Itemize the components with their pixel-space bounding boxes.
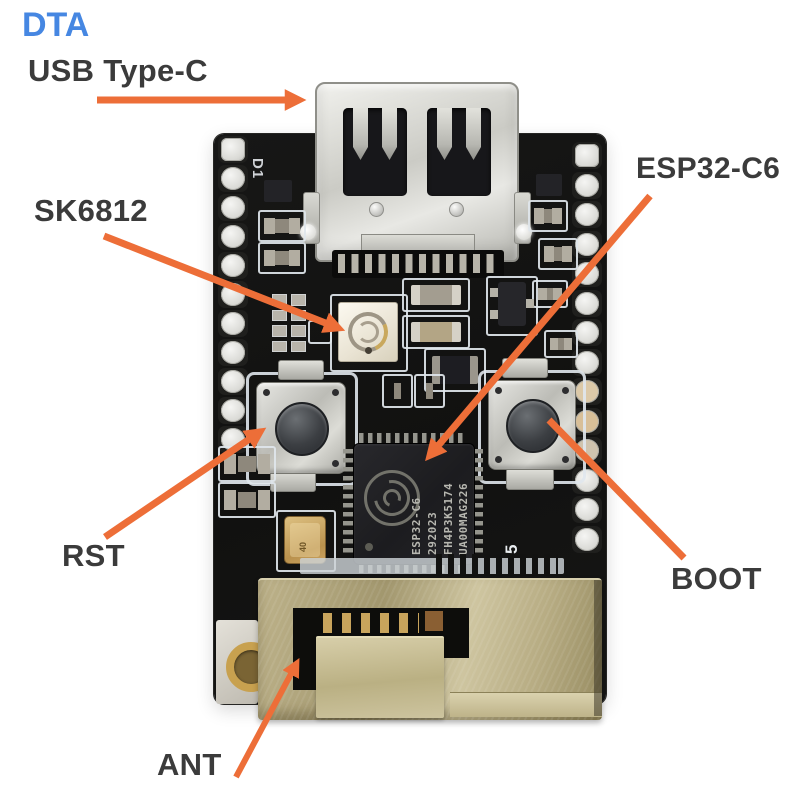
resistor — [402, 278, 470, 312]
boot-plunger — [506, 399, 560, 453]
antenna-window — [293, 608, 469, 637]
smd-footprint — [258, 210, 306, 242]
smd-footprint — [258, 242, 306, 274]
castellated-pin-pad — [218, 397, 248, 424]
label-ant: ANT — [157, 747, 222, 782]
smd-footprint — [544, 330, 578, 358]
antenna-front-step — [316, 636, 444, 718]
castellated-pin-pad — [218, 194, 248, 221]
castellated-pin-pad — [218, 252, 248, 279]
resistor — [402, 315, 470, 349]
usb-spring-contact — [437, 108, 452, 160]
castellated-pin-pad — [572, 496, 602, 523]
watermark-dta: DTA — [22, 6, 90, 44]
espressif-logo-icon — [364, 470, 420, 526]
usb-retention-window — [343, 108, 407, 196]
castellated-pin-pad — [218, 339, 248, 366]
smd-footprint — [414, 374, 445, 408]
antenna-trace — [323, 613, 419, 633]
usb-shell-dimple — [369, 202, 384, 217]
usb-retention-window — [427, 108, 491, 196]
castellated-pin-pad — [572, 171, 602, 199]
chip-marking-line2: 292023 — [426, 511, 439, 555]
led-bond-dot — [365, 347, 372, 354]
button-leg — [506, 468, 554, 490]
silkscreen-pin-label: 5 — [502, 544, 521, 554]
label-usb-type-c: USB Type-C — [28, 53, 208, 88]
pcb-board: D1 — [214, 82, 606, 720]
smd-component — [264, 180, 292, 202]
rst-plunger — [275, 402, 329, 456]
chip-marking-line3: FH4P3K5174 — [442, 482, 455, 555]
smd-footprint — [528, 200, 568, 232]
usb-spring-contact — [382, 108, 397, 160]
castellated-pin-pad — [572, 201, 602, 228]
antenna-window — [443, 608, 469, 658]
boot-button — [488, 380, 576, 470]
smd-footprint — [538, 238, 578, 270]
chip-marking-line1: ESP32-C6 — [410, 497, 423, 555]
castellated-pin-pad — [572, 142, 602, 169]
label-esp32-c6: ESP32-C6 — [636, 152, 781, 185]
castellated-pin-pad — [572, 289, 602, 317]
antenna-bottom-face — [450, 692, 602, 717]
smd-footprint — [218, 446, 276, 482]
smd-footprint — [218, 482, 276, 518]
usb-spring-contact — [353, 108, 368, 160]
castellated-pin-pad — [218, 223, 248, 250]
usb-spring-contact — [466, 108, 481, 160]
usb-pins — [338, 254, 498, 273]
antenna-edge-shadow — [594, 580, 602, 716]
chip-pin1-dot — [365, 543, 373, 551]
crystal-oscillator — [284, 516, 326, 564]
label-sk6812: SK6812 — [34, 193, 148, 228]
button-leg — [502, 358, 548, 378]
esp32-c6-chip — [353, 443, 475, 565]
smd-component — [536, 174, 562, 196]
usb-c-connector — [300, 82, 532, 262]
led-silkscreen-outline — [330, 294, 408, 372]
sot23-transistor — [486, 276, 538, 336]
module-pin-comb — [436, 554, 558, 576]
antenna-notch — [293, 634, 317, 690]
smd-pad-cluster — [272, 294, 306, 352]
led-die-ring — [357, 321, 379, 343]
castellated-pin-pad — [572, 525, 602, 553]
rgb-led-sk6812 — [338, 302, 398, 362]
silkscreen-designator-d1: D1 — [249, 158, 266, 180]
label-boot: BOOT — [671, 561, 762, 596]
button-leg — [278, 360, 324, 380]
smd-footprint — [382, 374, 413, 408]
usb-pin-row — [332, 250, 504, 278]
chip-marking-line4: UA00MAG226 — [457, 482, 470, 555]
chip-pins — [343, 449, 355, 557]
castellated-pin-pad — [218, 368, 248, 395]
castellated-pin-pad — [218, 281, 248, 308]
crystal-marking: 40 — [298, 541, 308, 552]
label-rst: RST — [62, 538, 125, 573]
castellated-pin-pad — [218, 165, 248, 192]
usb-shell-dimple — [449, 202, 464, 217]
smd-footprint — [308, 320, 332, 344]
castellated-pin-pad — [218, 310, 248, 337]
castellated-pin-pad — [218, 136, 248, 163]
